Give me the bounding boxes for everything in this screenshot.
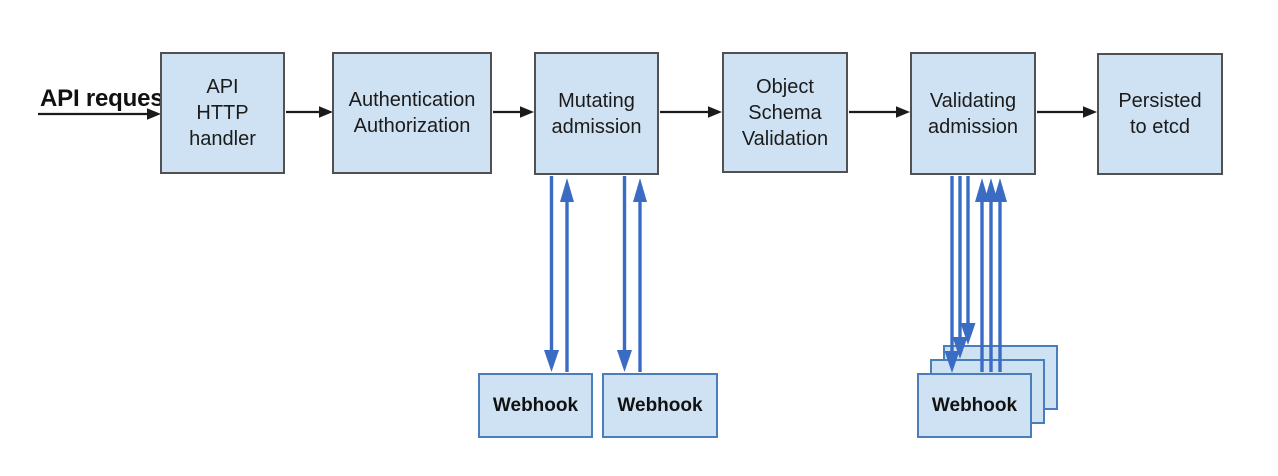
webhook-label: Webhook xyxy=(492,394,579,416)
api-request-label: API request xyxy=(40,85,172,112)
webhook-box-validating-front: Webhook xyxy=(917,373,1032,438)
webhook-label: Webhook xyxy=(931,394,1018,416)
validating-webhook-up-arrow-2 xyxy=(984,178,998,372)
validating-webhook-up-arrow-3 xyxy=(993,178,1007,372)
validating-webhook-down-arrow-2 xyxy=(952,176,968,359)
stage-authentication-authorization: Authentication Authorization xyxy=(332,52,492,174)
flow-arrow-validating-to-etcd xyxy=(1037,106,1097,118)
flow-arrow-schema-to-validating xyxy=(849,106,910,118)
mutating-webhook-1-down-arrow xyxy=(544,176,559,372)
stage-validating-admission: Validating admission xyxy=(910,52,1036,175)
stage-object-schema-validation: Object Schema Validation xyxy=(722,52,848,173)
mutating-webhook-1-up-arrow xyxy=(560,178,574,372)
stage-label: Persisted to etcd xyxy=(1118,90,1202,138)
validating-webhook-down-arrow-1 xyxy=(944,176,960,373)
stage-label: Authentication Authorization xyxy=(348,89,476,137)
flow-arrow-handler-to-auth xyxy=(286,106,333,118)
mutating-webhook-2-down-arrow xyxy=(617,176,632,372)
stage-label: API HTTP handler xyxy=(189,76,256,150)
stage-label: Mutating admission xyxy=(551,89,642,138)
webhook-label: Webhook xyxy=(617,394,703,416)
webhook-box-mutating-2: Webhook xyxy=(602,373,718,438)
flow-arrow-auth-to-mutating xyxy=(493,106,534,118)
validating-webhook-up-arrow-1 xyxy=(975,178,989,372)
stage-api-http-handler: API HTTP handler xyxy=(160,52,285,174)
validating-webhook-down-arrow-3 xyxy=(960,176,976,345)
webhook-box-mutating-1: Webhook xyxy=(478,373,593,438)
flow-arrow-mutating-to-schema xyxy=(660,106,722,118)
stage-persisted-to-etcd: Persisted to etcd xyxy=(1097,53,1223,175)
stage-label: Validating admission xyxy=(927,89,1019,138)
stage-label: Object Schema Validation xyxy=(741,75,829,150)
stage-mutating-admission: Mutating admission xyxy=(534,52,659,175)
mutating-webhook-2-up-arrow xyxy=(633,178,647,372)
